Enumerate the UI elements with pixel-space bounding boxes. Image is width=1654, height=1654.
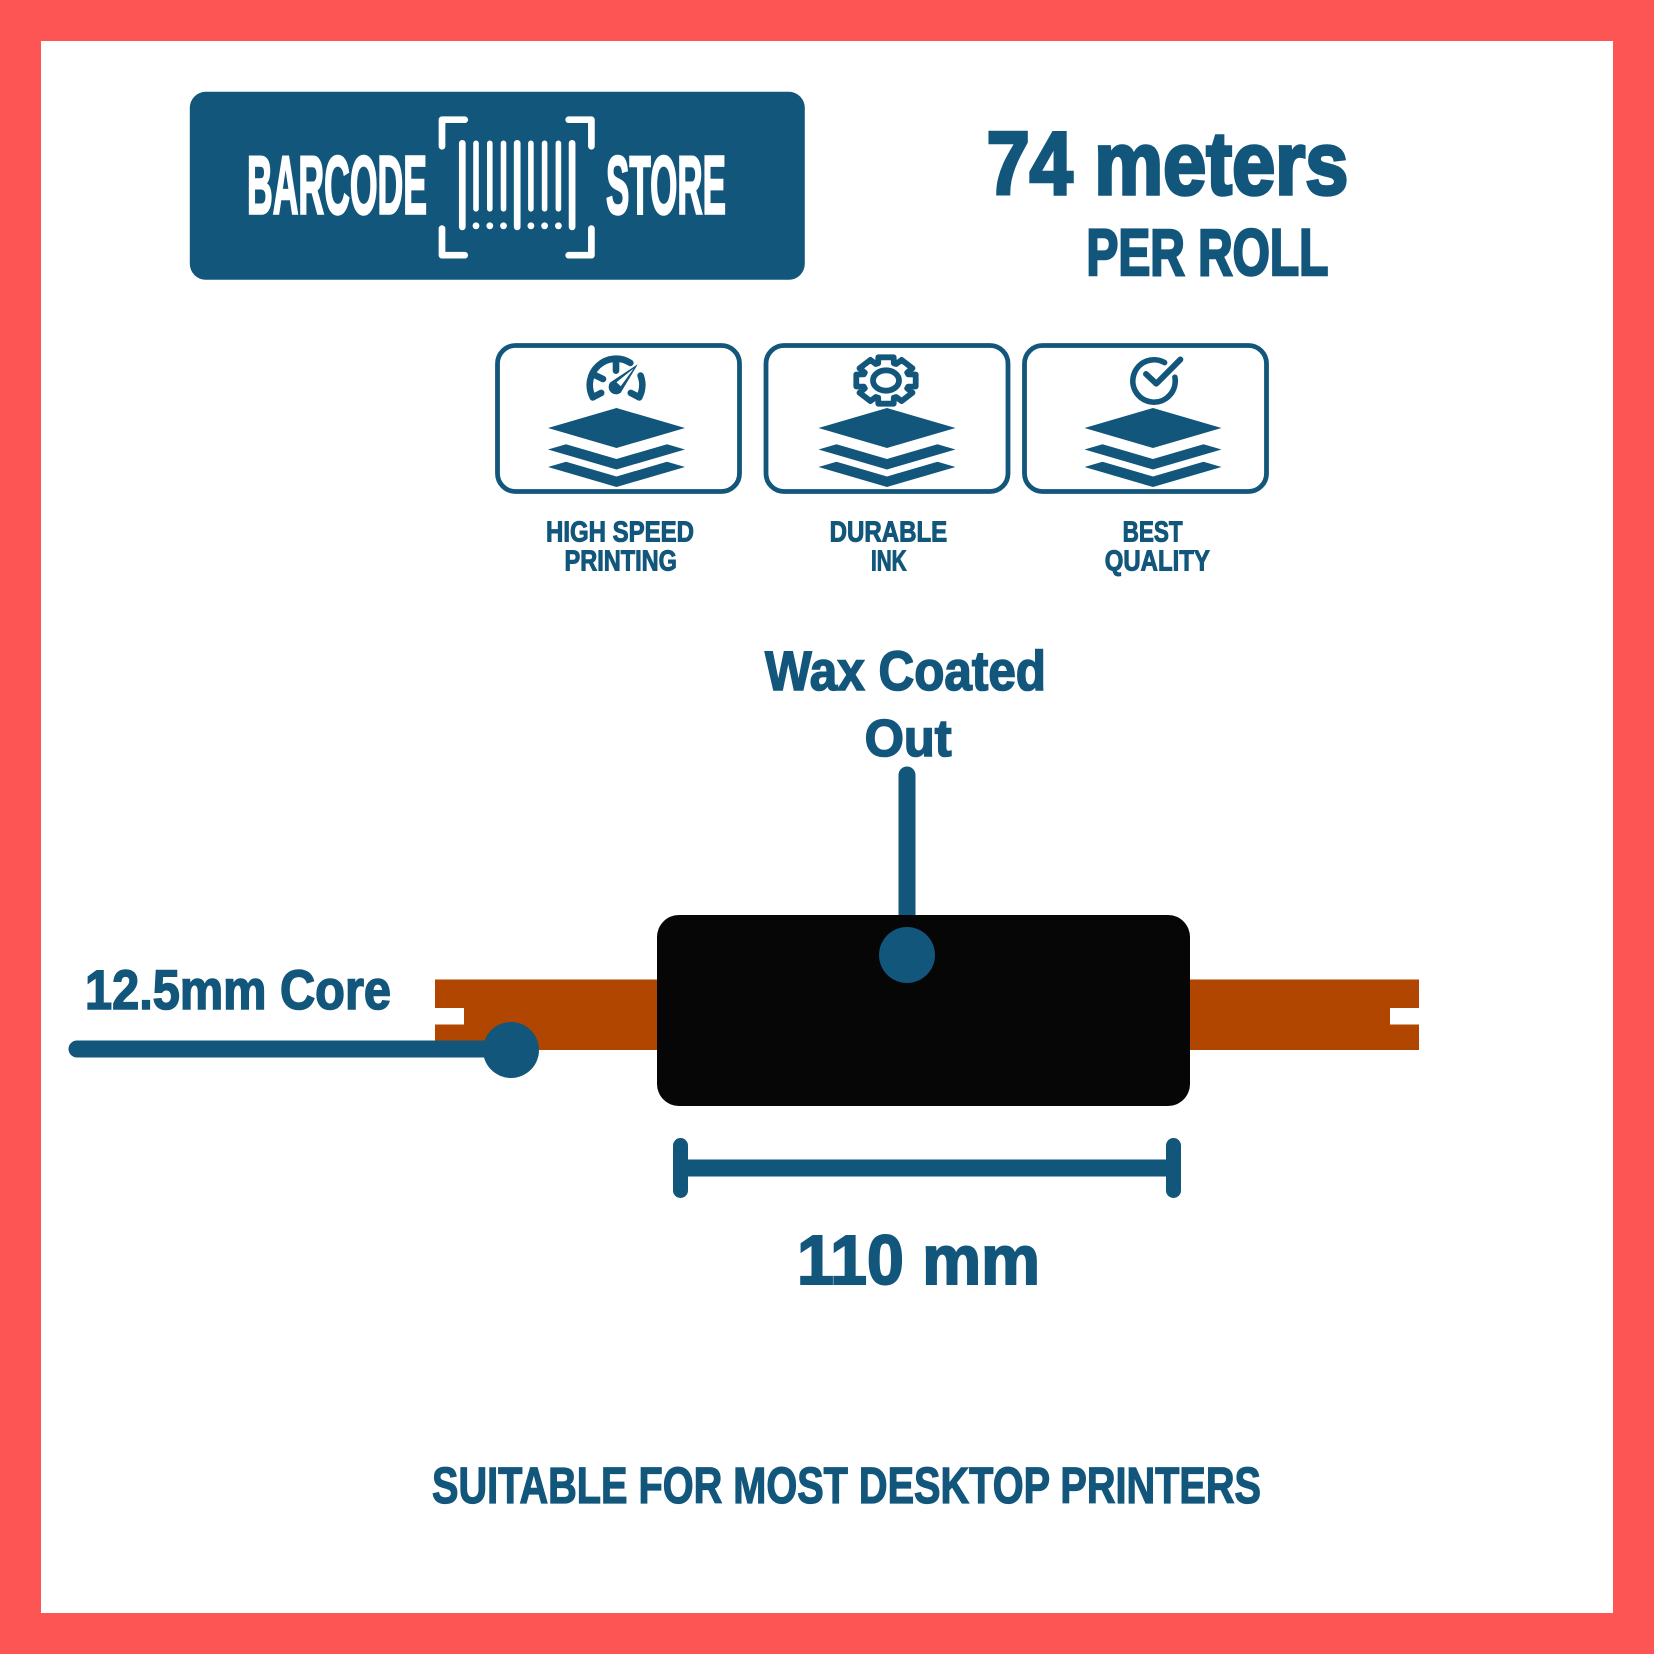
svg-text:HIGH SPEED: HIGH SPEED [546, 516, 694, 548]
svg-text:Wax Coated: Wax Coated [765, 640, 1046, 702]
svg-text:SUITABLE FOR MOST DESKTOP PRIN: SUITABLE FOR MOST DESKTOP PRINTERS [432, 1457, 1261, 1514]
svg-text:DURABLE: DURABLE [830, 516, 948, 548]
svg-text:74 meters: 74 meters [987, 114, 1349, 213]
svg-text:INK: INK [871, 545, 907, 577]
svg-text:12.5mm Core: 12.5mm Core [85, 959, 391, 1021]
svg-text:BEST: BEST [1123, 516, 1183, 548]
svg-text:110 mm: 110 mm [797, 1221, 1040, 1299]
svg-text:QUALITY: QUALITY [1105, 545, 1210, 577]
svg-text:PER ROLL: PER ROLL [1086, 216, 1328, 289]
svg-text:PRINTING: PRINTING [565, 545, 678, 577]
svg-text:Out: Out [865, 709, 952, 767]
svg-text:BARCODE: BARCODE [247, 139, 427, 232]
svg-text:STORE: STORE [606, 139, 726, 232]
